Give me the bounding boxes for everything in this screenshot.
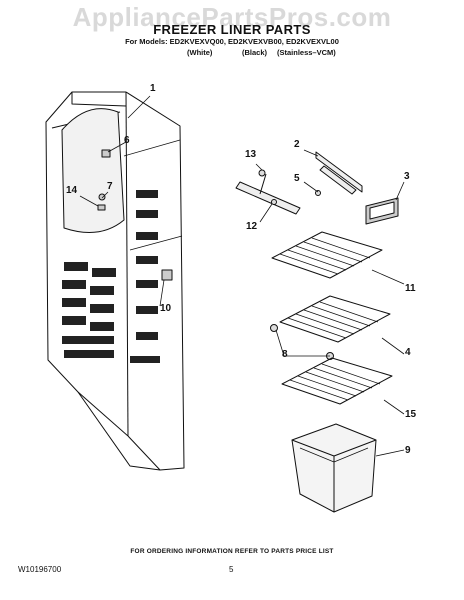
shelf-rail [315,151,363,196]
freezer-liner [45,91,185,471]
callout-6: 6 [124,135,130,146]
callout-4: 4 [405,347,411,358]
page-title: FREEZER LINER PARTS [153,22,311,37]
watermark-logo: AppliancePartsPros.com [72,2,392,32]
shelf-front [365,197,399,225]
callout-12: 12 [246,221,258,232]
wire-shelf-middle [270,295,391,360]
liner-small-parts [97,149,173,281]
liner-slots [62,190,160,363]
callout-5: 5 [294,173,300,184]
ordering-note: FOR ORDERING INFORMATION REFER TO PARTS … [130,548,334,555]
callout-15: 15 [405,409,417,420]
variant-black: (Black) [242,48,268,57]
page-number: 5 [229,565,234,574]
variant-stainless: (Stainless–VCM) [277,48,336,57]
callout-1: 1 [150,83,156,94]
callout-9: 9 [405,445,411,456]
wire-shelf-upper [271,231,383,279]
callout-7: 7 [107,181,113,192]
shelf-bracket [235,169,301,215]
callout-2: 2 [294,139,300,150]
document-id: W10196700 [18,565,62,574]
leader-lines [79,95,405,457]
model-list: For Models: ED2KVEXVQ00, ED2KVEXVB00, ED… [125,37,339,46]
freezer-bin [291,423,377,513]
callout-11: 11 [405,283,416,294]
callout-3: 3 [404,171,410,182]
callout-8: 8 [282,349,288,360]
wire-shelf-lower [281,357,393,405]
variant-white: (White) [187,48,213,57]
callout-10: 10 [160,303,172,314]
callout-13: 13 [245,149,257,160]
callout-14: 14 [66,185,78,196]
